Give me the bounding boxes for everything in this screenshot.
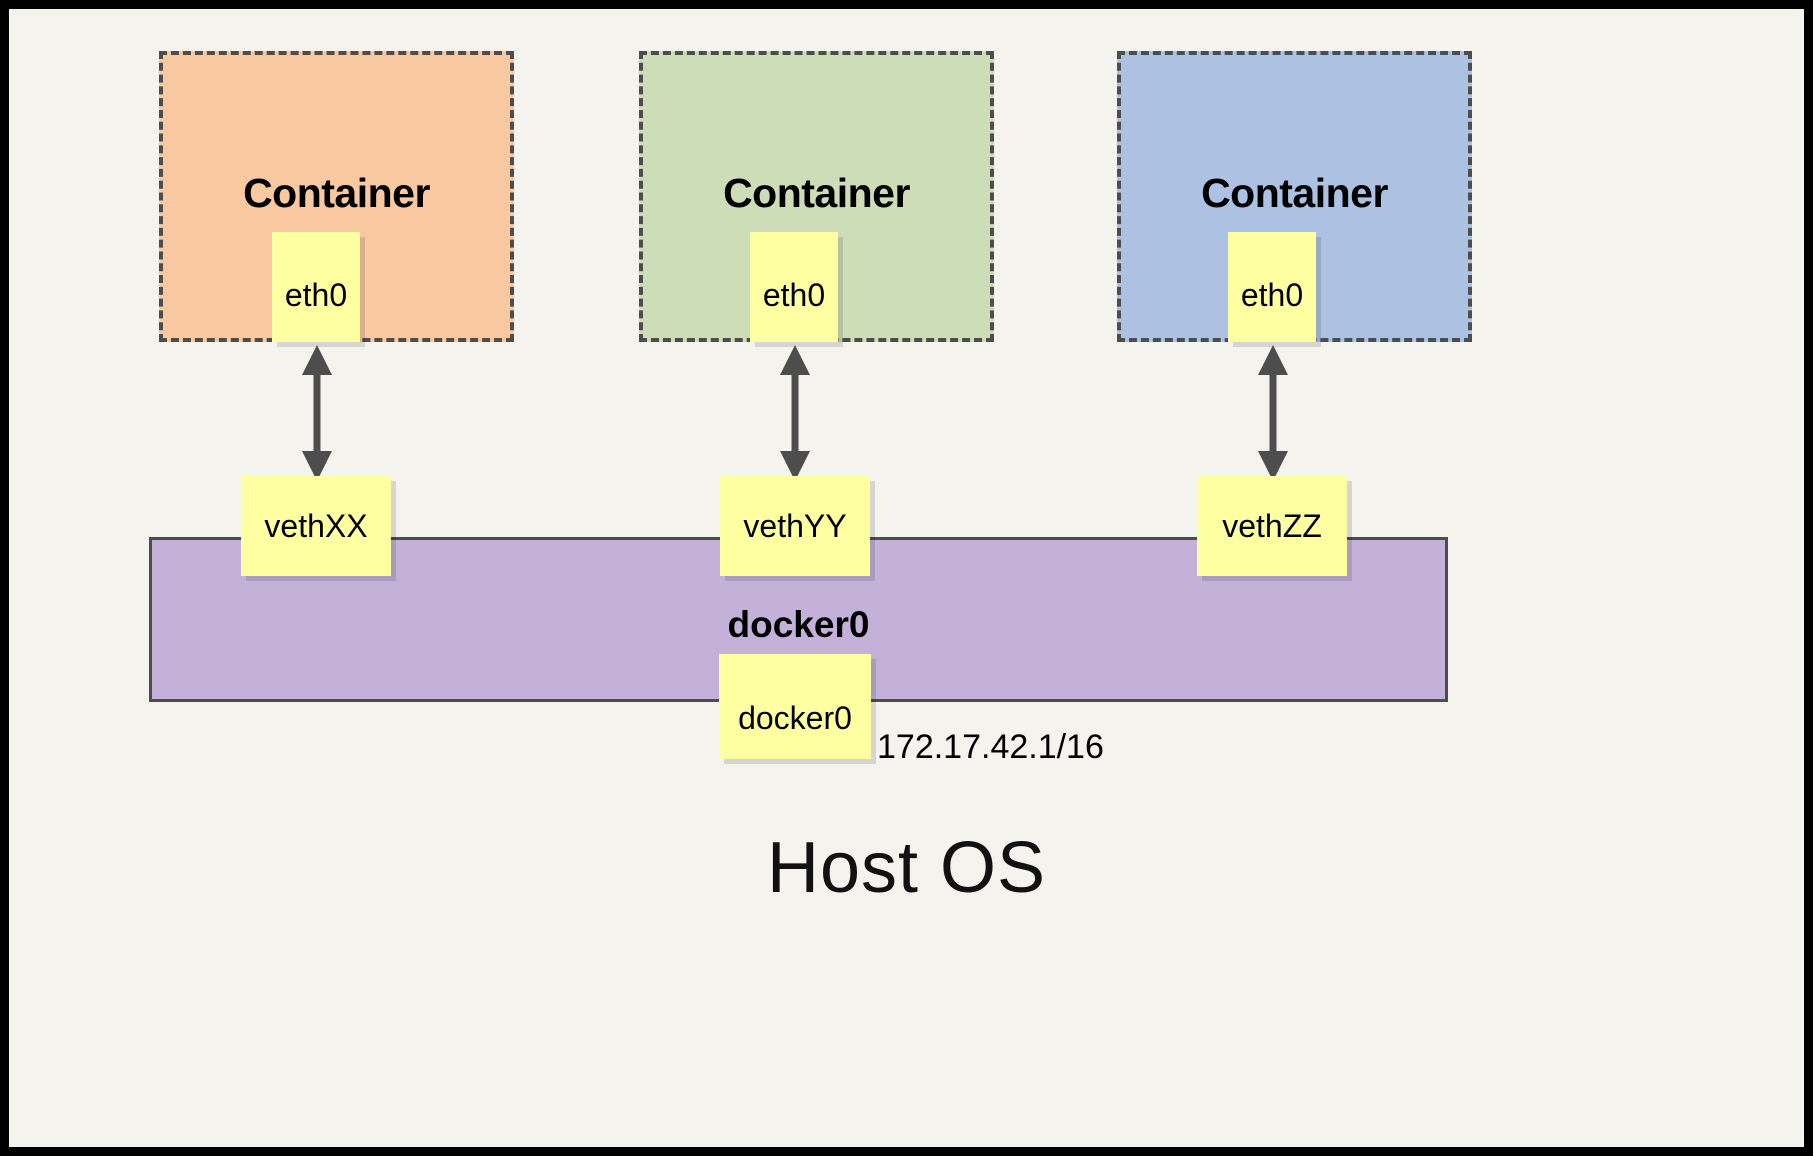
- veth-link-arrow-1: [302, 345, 332, 481]
- veth-label-2: vethYY: [743, 508, 847, 544]
- veth-link-arrow-3: [1258, 345, 1288, 481]
- container-title-3: Container: [1201, 170, 1388, 216]
- docker0-interface-box: docker0: [719, 654, 871, 759]
- eth0-label-2: eth0: [762, 277, 826, 313]
- veth-label-1: vethXX: [264, 508, 368, 544]
- eth0-box-1: eth0: [272, 232, 360, 342]
- container-title-2: Container: [723, 170, 910, 216]
- veth-box-3: vethZZ: [1197, 476, 1347, 576]
- veth-box-2: vethYY: [720, 476, 870, 576]
- diagram-stage: Container Container Container eth0 eth0 …: [9, 9, 1804, 1147]
- docker0-ip-label: 172.17.42.1/16: [877, 728, 1104, 766]
- veth-box-1: vethXX: [241, 476, 391, 576]
- docker0-bridge-label: docker0: [727, 604, 870, 645]
- eth0-box-3: eth0: [1228, 232, 1316, 342]
- eth0-box-2: eth0: [750, 232, 838, 342]
- eth0-label-1: eth0: [284, 277, 348, 313]
- eth0-label-3: eth0: [1240, 277, 1304, 313]
- container-title-1: Container: [243, 170, 430, 216]
- host-os-label: Host OS: [766, 828, 1047, 908]
- veth-link-arrow-2: [780, 345, 810, 481]
- veth-label-3: vethZZ: [1222, 508, 1322, 544]
- docker0-interface-label: docker0: [738, 700, 852, 736]
